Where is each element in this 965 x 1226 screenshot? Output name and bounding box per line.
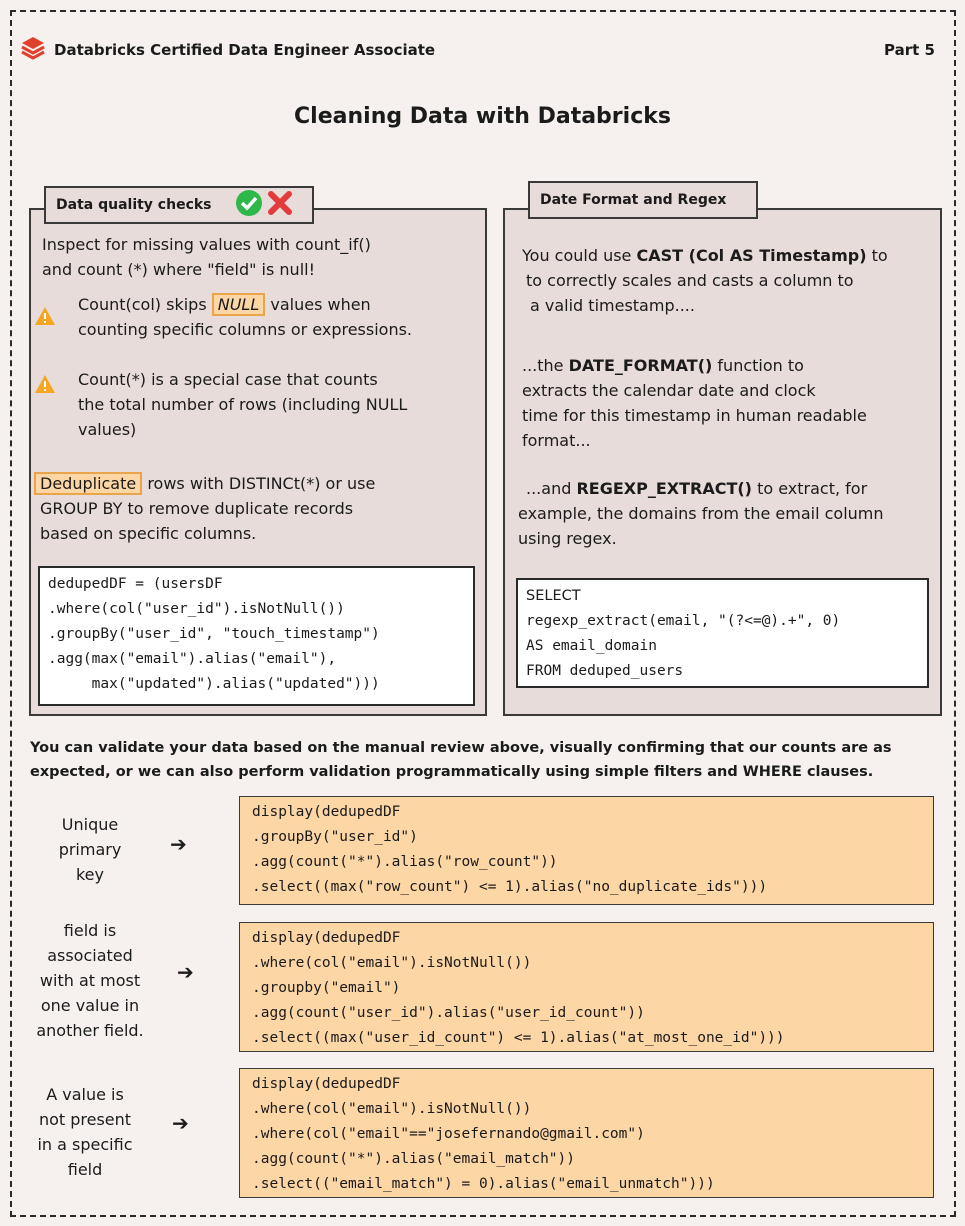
- code-line: .where(col("email").isNotNull()): [252, 955, 532, 971]
- code-line: .agg(count("user_id").alias("user_id_cou…: [252, 1005, 645, 1021]
- code-line: .where(col("email").isNotNull()): [252, 1101, 532, 1117]
- unique-key-code-block: display(dedupedDF .groupBy("user_id") .a…: [239, 796, 934, 905]
- code-line: dedupedDF = (usersDF: [48, 576, 223, 592]
- code-line: .select(("email_match") = 0).alias("emai…: [252, 1176, 715, 1192]
- null-highlight: NULL: [211, 293, 266, 316]
- data-quality-tab: Data quality checks: [44, 186, 314, 224]
- check-icon: [234, 188, 264, 222]
- code-line: max("updated").alias("updated"))): [48, 676, 380, 692]
- code-line: .agg(max("email").alias("email"),: [48, 651, 337, 667]
- code-line: display(dedupedDF: [252, 804, 401, 820]
- code-line: .agg(count("*").alias("email_match")): [252, 1151, 576, 1167]
- regexp-note: ...and REGEXP_EXTRACT() to extract, for …: [518, 476, 884, 551]
- arrow-icon: ➔: [177, 960, 194, 984]
- code-line: SELECT: [526, 588, 581, 604]
- brand-title: Databricks Certified Data Engineer Assoc…: [54, 41, 436, 59]
- regexp-line-1: ...and REGEXP_EXTRACT() to extract, for: [526, 479, 868, 498]
- label-line: primary: [58, 840, 122, 859]
- page-title: Cleaning Data with Databricks: [294, 104, 671, 129]
- count-star-line-1: Count(*) is a special case that counts: [78, 370, 378, 389]
- date-format-line-2: extracts the calendar date and clock: [522, 381, 816, 400]
- intro-line-1: Inspect for missing values with count_if…: [42, 235, 371, 254]
- dedup-line-2: GROUP BY to remove duplicate records: [40, 499, 354, 518]
- warning-icon: [35, 375, 55, 393]
- code-line: AS email_domain: [526, 638, 657, 654]
- cast-keyword: CAST (Col AS Timestamp): [636, 246, 867, 265]
- date-format-line-1: ...the DATE_FORMAT() function to: [522, 356, 804, 375]
- warning-icon: [35, 307, 55, 325]
- count-col-line-1: Count(col) skips NULL values when: [78, 293, 371, 316]
- missing-values-text: Inspect for missing values with count_if…: [42, 232, 371, 282]
- label-line: one value in: [40, 996, 140, 1015]
- deduplicate-highlight: Deduplicate: [34, 472, 143, 495]
- label-line: not present: [38, 1110, 132, 1129]
- intro-line-2: and count (*) where "field" is null!: [42, 260, 315, 279]
- dedup-note: Deduplicate rows with DISTINCt(*) or use…: [34, 471, 375, 546]
- date-format-keyword: DATE_FORMAT(): [568, 356, 713, 375]
- page-frame: [10, 10, 956, 1217]
- arrow-icon: ➔: [172, 1111, 189, 1135]
- label-line: A value is: [46, 1085, 124, 1104]
- cast-note: You could use CAST (Col AS Timestamp) to…: [522, 243, 888, 318]
- code-line: .groupBy("user_id", "touch_timestamp"): [48, 626, 380, 642]
- cross-icon: [266, 189, 294, 221]
- label-line: field: [67, 1160, 103, 1179]
- date-format-line-4: format...: [522, 431, 591, 450]
- regexp-line-3: using regex.: [518, 529, 617, 548]
- dedup-line-1: Deduplicate rows with DISTINCt(*) or use: [34, 471, 375, 496]
- check-label-at-most-one: field is associated with at most one val…: [25, 918, 155, 1043]
- cast-line-2: to correctly scales and casts a column t…: [526, 271, 854, 290]
- cast-line-1: You could use CAST (Col AS Timestamp) to: [522, 246, 888, 265]
- code-line: .groupBy("user_id"): [252, 829, 418, 845]
- code-line: .select((max("row_count") <= 1).alias("n…: [252, 879, 768, 895]
- label-line: Unique: [61, 815, 119, 834]
- part-label: Part 5: [884, 41, 935, 59]
- arrow-icon: ➔: [170, 832, 187, 856]
- code-line: .select((max("user_id_count") <= 1).alia…: [252, 1030, 785, 1046]
- date-regex-tab-label: Date Format and Regex: [540, 192, 727, 208]
- code-line: .groupby("email"): [252, 980, 401, 996]
- label-line: with at most: [39, 971, 141, 990]
- summary-line-2: expected, or we can also perform validat…: [30, 764, 874, 780]
- validation-summary: You can validate your data based on the …: [30, 736, 940, 784]
- at-most-one-code-block: display(dedupedDF .where(col("email").is…: [239, 922, 934, 1052]
- summary-line-1: You can validate your data based on the …: [30, 740, 892, 756]
- data-quality-tab-label: Data quality checks: [56, 197, 212, 213]
- regex-code-block: SELECT regexp_extract(email, "(?<=@).+",…: [516, 578, 929, 688]
- count-col-note: Count(col) skips NULL values when counti…: [78, 292, 412, 342]
- cast-line-3: a valid timestamp....: [530, 296, 695, 315]
- code-line: display(dedupedDF: [252, 930, 401, 946]
- label-line: in a specific: [37, 1135, 133, 1154]
- regexp-line-2: example, the domains from the email colu…: [518, 504, 884, 523]
- databricks-logo-icon: [20, 35, 46, 65]
- code-line: .agg(count("*").alias("row_count")): [252, 854, 558, 870]
- not-present-code-block: display(dedupedDF .where(col("email").is…: [239, 1068, 934, 1198]
- code-line: display(dedupedDF: [252, 1076, 401, 1092]
- code-line: FROM deduped_users: [526, 663, 684, 679]
- count-star-line-2: the total number of rows (including NULL: [78, 395, 408, 414]
- label-line: field is: [63, 921, 117, 940]
- label-line: associated: [47, 946, 133, 965]
- code-line: regexp_extract(email, "(?<=@).+", 0): [526, 613, 841, 629]
- label-line: key: [75, 865, 104, 884]
- code-line: .where(col("user_id").isNotNull()): [48, 601, 345, 617]
- count-star-note: Count(*) is a special case that counts t…: [78, 367, 407, 442]
- date-format-note: ...the DATE_FORMAT() function to extract…: [522, 353, 867, 453]
- date-format-line-3: time for this timestamp in human readabl…: [522, 406, 867, 425]
- code-line: .where(col("email"=="josefernando@gmail.…: [252, 1126, 645, 1142]
- check-label-not-present: A value is not present in a specific fie…: [25, 1082, 145, 1182]
- check-label-unique-key: Unique primary key: [40, 812, 140, 887]
- dedup-code-block: dedupedDF = (usersDF .where(col("user_id…: [38, 566, 475, 706]
- date-regex-tab: Date Format and Regex: [528, 181, 758, 219]
- regexp-keyword: REGEXP_EXTRACT(): [576, 479, 752, 498]
- dedup-line-3: based on specific columns.: [40, 524, 257, 543]
- brand: Databricks Certified Data Engineer Assoc…: [20, 35, 435, 65]
- count-star-line-3: values): [78, 420, 137, 439]
- label-line: another field.: [36, 1021, 144, 1040]
- count-col-line-2: counting specific columns or expressions…: [78, 320, 413, 339]
- header: Databricks Certified Data Engineer Assoc…: [20, 36, 935, 64]
